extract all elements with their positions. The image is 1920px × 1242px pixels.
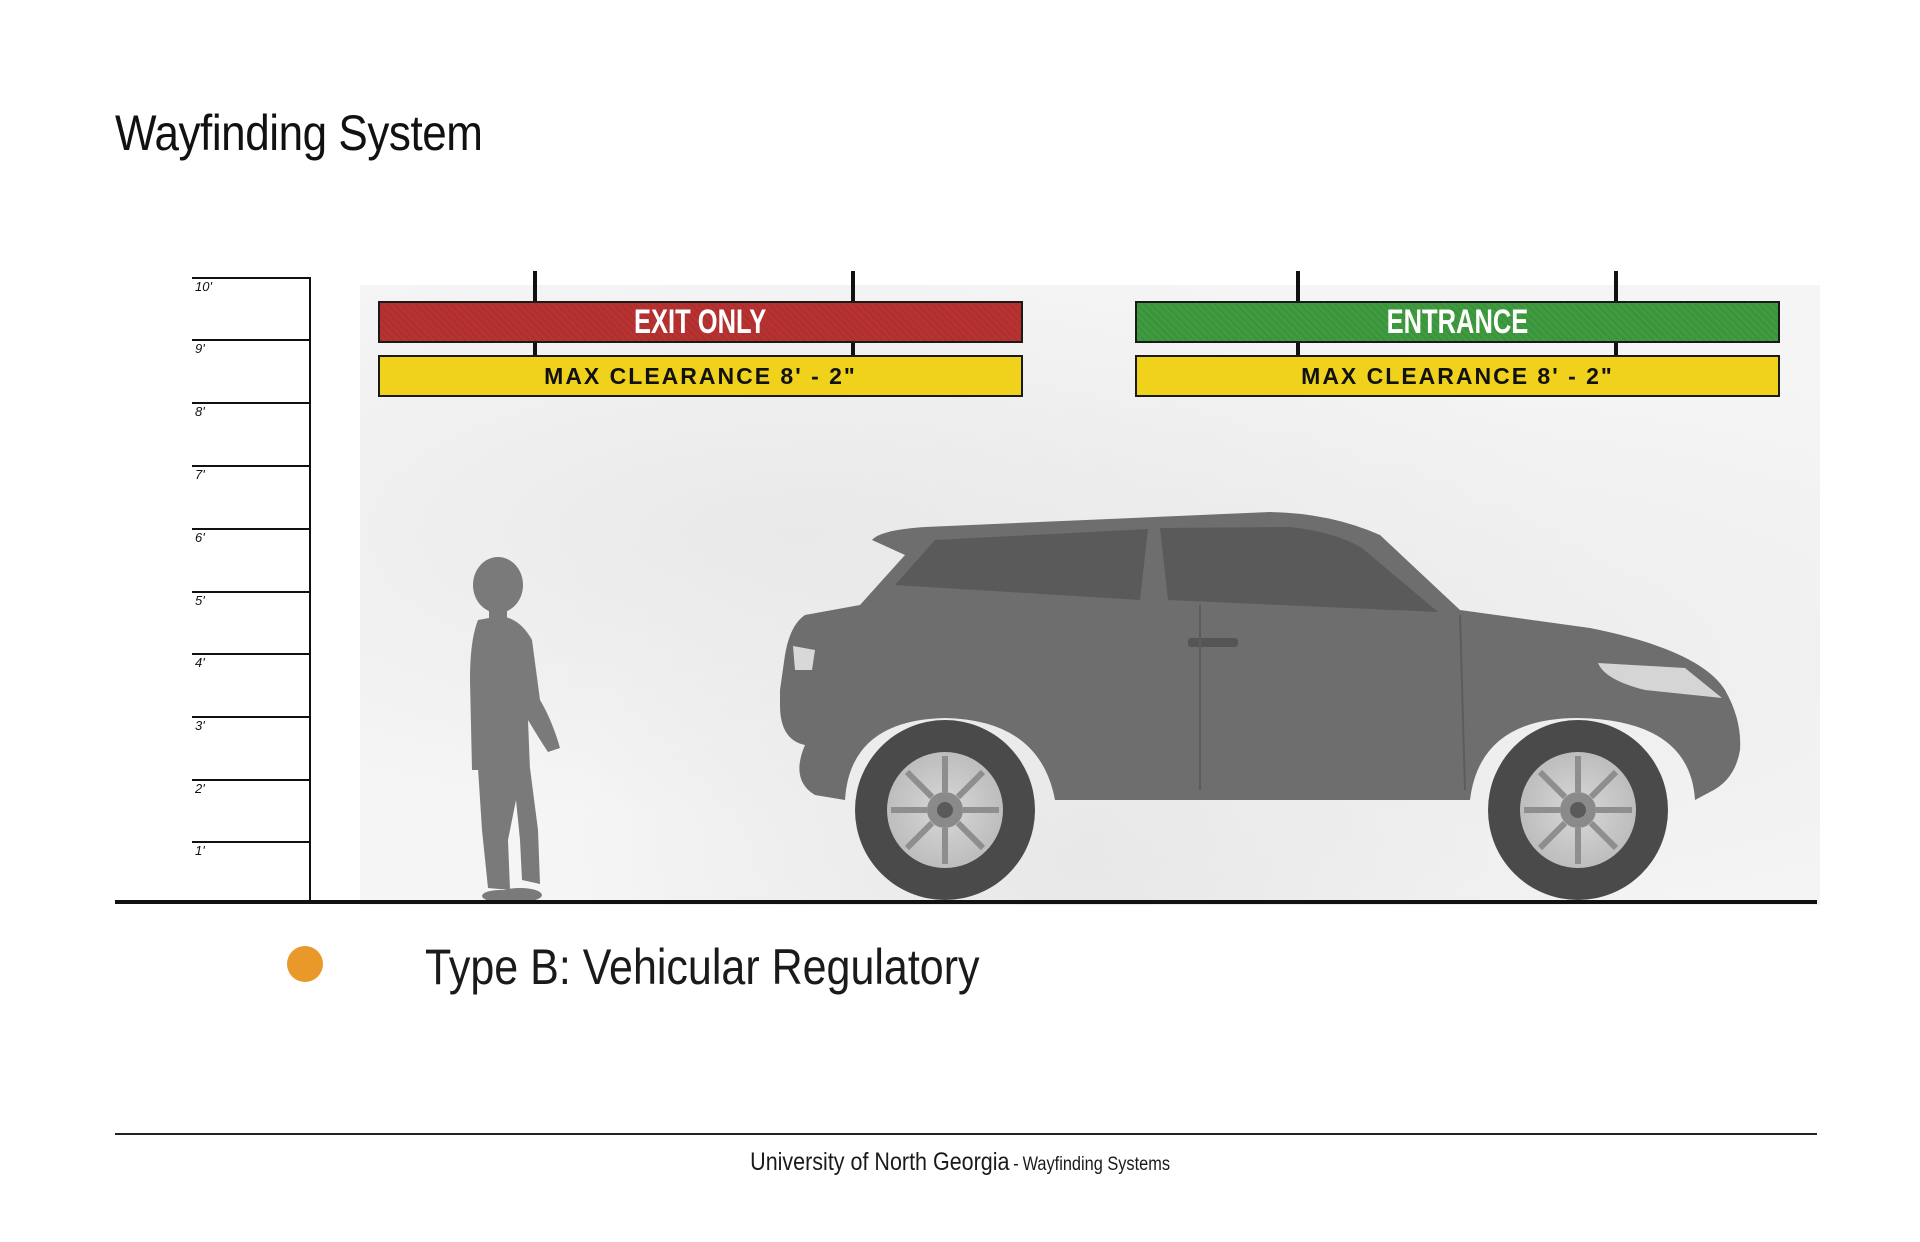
ruler-label-7: 7' xyxy=(195,467,205,482)
ruler-tick-2 xyxy=(192,779,310,781)
ruler-label-2: 2' xyxy=(195,781,205,796)
ruler-label-9: 9' xyxy=(195,341,205,356)
ruler-tick-7 xyxy=(192,465,310,467)
ruler-axis xyxy=(309,277,311,902)
ground-line xyxy=(115,900,1817,904)
ruler-label-8: 8' xyxy=(195,404,205,419)
page-title: Wayfinding System xyxy=(115,105,483,161)
ruler-tick-8 xyxy=(192,402,310,404)
ruler-label-6: 6' xyxy=(195,530,205,545)
suv-headlight xyxy=(1598,663,1722,698)
ruler-label-10: 10' xyxy=(195,279,212,294)
rear-wheel xyxy=(855,720,1035,900)
ruler-tick-5 xyxy=(192,591,310,593)
suv-silhouette xyxy=(780,512,1741,800)
ruler-tick-3 xyxy=(192,716,310,718)
footer-subtitle: Wayfinding Systems xyxy=(1022,1154,1170,1175)
ruler-label-5: 5' xyxy=(195,593,205,608)
front-wheel xyxy=(1488,720,1668,900)
exit-clearance-sign: MAX CLEARANCE 8' - 2" xyxy=(378,355,1023,397)
exit-only-label: EXIT ONLY xyxy=(634,302,767,341)
ruler-label-4: 4' xyxy=(195,655,205,670)
footer-rule xyxy=(115,1133,1817,1135)
ruler-label-3: 3' xyxy=(195,718,205,733)
entrance-clearance-sign: MAX CLEARANCE 8' - 2" xyxy=(1135,355,1780,397)
ruler-tick-6 xyxy=(192,528,310,530)
suv-window-front xyxy=(1160,527,1438,612)
ruler-tick-1 xyxy=(192,841,310,843)
legend-label: Type B: Vehicular Regulatory xyxy=(425,939,980,995)
legend-dot xyxy=(287,946,323,982)
footer-separator: - xyxy=(1013,1154,1019,1175)
suv-door-handle xyxy=(1188,638,1238,647)
entrance-sign: ENTRANCE xyxy=(1135,301,1780,343)
ruler-tick-4 xyxy=(192,653,310,655)
ruler-label-1: 1' xyxy=(195,843,205,858)
footer-organization: University of North Georgia xyxy=(750,1148,1010,1176)
exit-only-sign: EXIT ONLY xyxy=(378,301,1023,343)
suv-window-rear xyxy=(895,529,1148,600)
person-silhouette xyxy=(470,557,560,902)
footer: University of North Georgia - Wayfinding… xyxy=(0,1148,1920,1177)
ruler-tick-9 xyxy=(192,339,310,341)
entrance-label: ENTRANCE xyxy=(1386,302,1529,341)
ruler-tick-10 xyxy=(192,277,310,279)
suv-taillight xyxy=(793,646,815,670)
